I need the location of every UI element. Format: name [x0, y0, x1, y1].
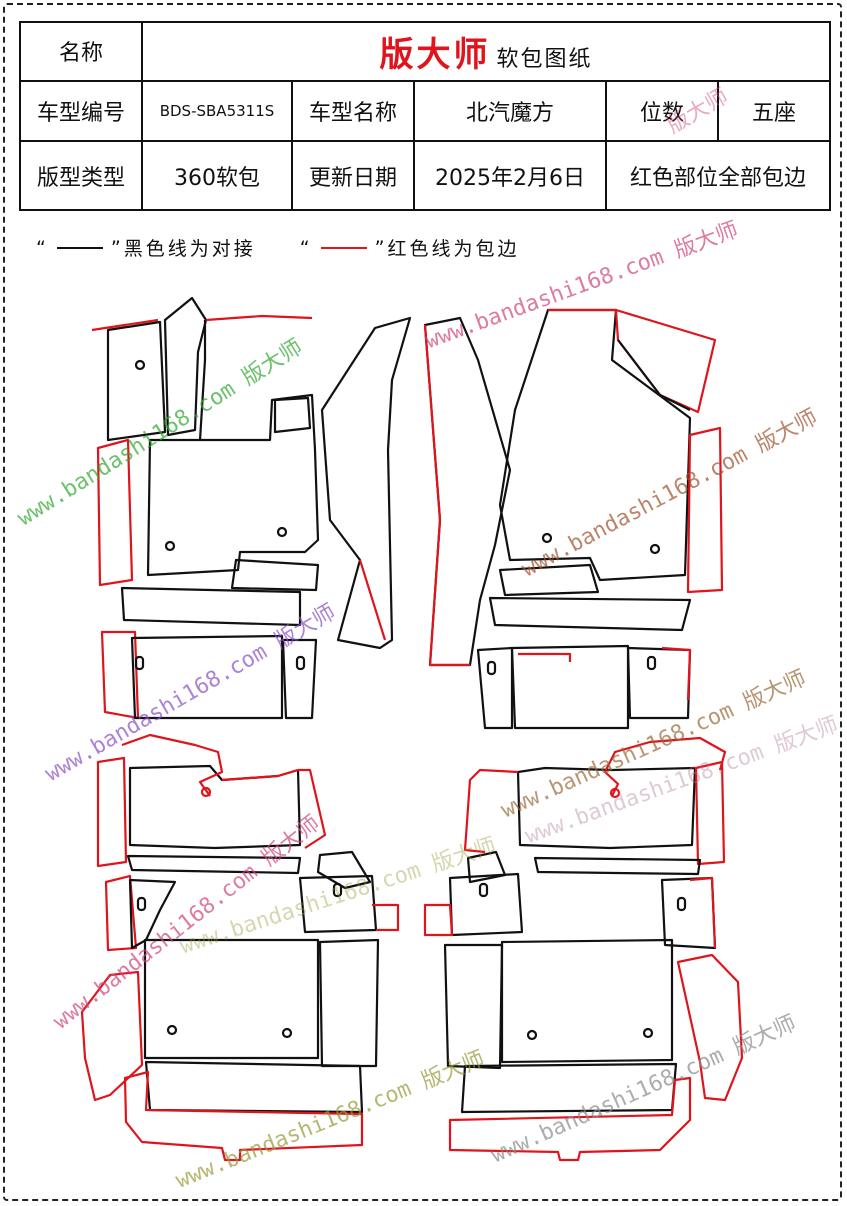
brand-title: 版大师: [379, 34, 491, 75]
clip-hole: [526, 1029, 538, 1041]
mat-piece: [476, 646, 514, 730]
mat-piece: [273, 396, 312, 434]
mat-piece: [144, 1060, 364, 1114]
mat-piece: [488, 596, 692, 632]
mat-piece: [281, 638, 318, 720]
mat-piece: [423, 903, 454, 937]
model-name-label: 车型名称: [291, 79, 415, 143]
mat-piece: [372, 903, 400, 932]
mat-piece: [694, 760, 726, 866]
mat-piece: [91, 314, 313, 332]
mat-piece: [146, 393, 320, 577]
pattern-type-label: 版型类型: [19, 140, 143, 211]
mat-piece: [448, 872, 524, 937]
mat-piece: [316, 850, 372, 890]
mat-piece: [126, 854, 302, 875]
rear-right-mat-group: [423, 736, 744, 1162]
mat-piece: [121, 733, 327, 849]
mat-piece: [123, 1070, 364, 1162]
mat-piece: [498, 308, 692, 582]
black-line-sample: [56, 246, 103, 249]
mat-piece: [320, 316, 412, 650]
page-border: [3, 3, 842, 1201]
clip-slot: [332, 882, 343, 898]
mat-piece: [120, 586, 302, 627]
note-cell: 红色部位全部包边: [604, 140, 832, 211]
legend-quote-close: ”: [374, 236, 388, 259]
legend-quote-close: ”: [110, 236, 124, 259]
mat-piece: [500, 938, 674, 1064]
mat-piece: [423, 324, 470, 667]
mat-piece: [617, 339, 691, 411]
clip-hole: [609, 787, 621, 799]
mat-piece: [548, 308, 717, 414]
rear-left-mat-group: [80, 733, 400, 1162]
clip-hole: [166, 1024, 178, 1036]
mat-piece: [96, 438, 134, 587]
model-code-label: 车型编号: [19, 79, 143, 143]
clip-hole: [649, 543, 661, 555]
mat-piece: [443, 943, 504, 1070]
seats-value: 五座: [716, 79, 832, 143]
update-date-label: 更新日期: [291, 140, 415, 211]
mat-piece: [518, 652, 572, 662]
clip-slot: [134, 655, 145, 671]
mat-piece: [686, 426, 724, 594]
mat-piece: [448, 1076, 692, 1162]
legend-quote-open: “: [299, 236, 313, 259]
legend-red-text: 红色线为包边: [387, 238, 520, 260]
mat-piece: [516, 766, 697, 850]
mat-piece: [163, 296, 208, 437]
model-name-value: 北汽魔方: [413, 79, 607, 143]
mat-piece: [104, 874, 138, 952]
mat-piece: [498, 563, 600, 597]
line-legend: “”黑色线为对接 “”红色线为包边: [36, 234, 520, 261]
legend-black-text: 黑色线为对接: [123, 238, 256, 260]
model-code-value: BDS-SBA5311S: [141, 79, 293, 143]
legend-quote-open: “: [36, 236, 49, 259]
mat-piece: [318, 938, 380, 1068]
seats-label: 位数: [605, 79, 719, 143]
mat-piece: [626, 646, 692, 720]
mat-piece: [128, 878, 177, 950]
red-line-sample: [320, 246, 367, 249]
front-right-mat-group: [423, 308, 724, 730]
clip-hole: [281, 1027, 293, 1039]
clip-slot: [136, 896, 147, 912]
clip-hole: [642, 1027, 654, 1039]
mat-piece: [143, 938, 320, 1060]
mat-piece: [533, 856, 702, 876]
mat-piece: [130, 634, 284, 720]
mat-piece: [463, 736, 727, 854]
clip-slot: [646, 655, 657, 671]
mat-piece: [230, 558, 320, 592]
clip-slot: [676, 896, 687, 912]
mat-piece: [510, 644, 630, 730]
clip-slot: [478, 882, 489, 898]
front-left-mat-group: [91, 296, 412, 720]
clip-hole: [164, 540, 176, 552]
clip-slot: [295, 655, 306, 671]
clip-slot: [486, 660, 497, 676]
info-table: 名称 版大师软包图纸 车型编号 BDS-SBA5311S 车型名称 北汽魔方 位…: [19, 21, 832, 211]
mat-piece: [660, 876, 717, 950]
clip-hole: [541, 532, 553, 544]
mat-piece: [96, 756, 128, 868]
title-cell: 版大师软包图纸: [140, 21, 832, 82]
mat-piece: [676, 953, 744, 1102]
clip-hole: [276, 526, 288, 538]
pattern-type-value: 360软包: [141, 140, 293, 211]
mat-piece: [358, 559, 387, 641]
clip-hole: [200, 786, 212, 798]
clip-hole: [134, 359, 146, 371]
mat-piece: [689, 876, 717, 949]
name-label: 名称: [19, 21, 143, 82]
brand-suffix: 软包图纸: [496, 46, 593, 72]
mat-piece: [661, 646, 692, 701]
update-date-value: 2025年2月6日: [413, 140, 607, 211]
mat-piece: [198, 320, 207, 441]
mat-piece: [106, 320, 167, 442]
